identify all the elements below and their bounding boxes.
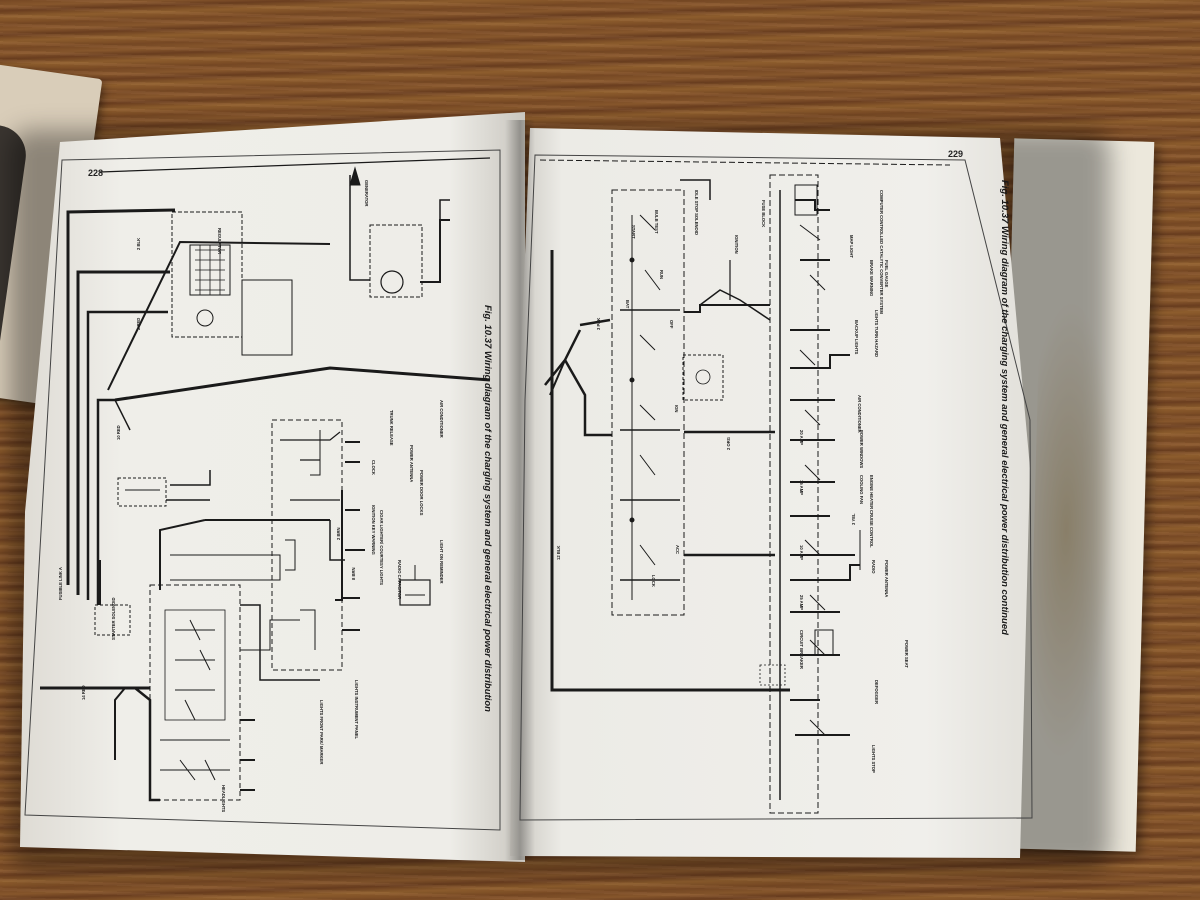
label-power-seat: POWER SEAT bbox=[904, 640, 909, 668]
book-gutter bbox=[505, 120, 535, 860]
label-clock: CLOCK bbox=[371, 460, 376, 475]
label-cigar-lighter: CIGAR LIGHTER/ COURTESY LIGHTS bbox=[379, 510, 384, 585]
label-acc: ACC bbox=[675, 545, 680, 554]
label-wire-12blk: 12 BLK bbox=[556, 546, 561, 560]
label-power-antenna: POWER ANTENNA bbox=[409, 445, 414, 482]
label-fuse-box: FUSE BLOCK bbox=[761, 200, 766, 227]
label-front-marker: LIGHTS FRONT PARK/ MARKER bbox=[319, 700, 324, 764]
label-wire-14red: 14 RED bbox=[81, 685, 86, 700]
label-brake-warning: BRAKE WARNING bbox=[869, 260, 874, 296]
label-map-light: MAP LIGHT bbox=[849, 235, 854, 258]
label-start: START bbox=[631, 225, 636, 239]
label-power-windows: POWER WINDOWS bbox=[859, 430, 864, 468]
label-cooling-fan: COOLING FAN bbox=[859, 475, 864, 504]
label-fusible-link: FUSIBLE LINK A bbox=[58, 567, 63, 600]
label-bulb-test: BULB TEST bbox=[654, 210, 659, 234]
label-ignition-key: IGNITION KEY WARNING bbox=[371, 505, 376, 555]
right-page-number: 229 bbox=[948, 149, 964, 159]
label-wire-2org: 2 ORG bbox=[726, 437, 731, 450]
label-fuse-10amp: 10 AMP bbox=[799, 545, 804, 560]
label-engine-heater: ENGINE HEATER bbox=[869, 475, 874, 509]
label-wire-3ylw: 3 YEL bbox=[851, 513, 856, 525]
label-headlights: HEADLIGHTS bbox=[221, 785, 226, 812]
label-capacitor: RADIO CAPACITOR bbox=[397, 560, 402, 599]
label-wire-2blk: 2 BLK bbox=[136, 238, 141, 250]
label-lock: LOCK bbox=[651, 575, 656, 587]
label-defogger: DEFOGGER bbox=[874, 680, 879, 704]
label-wire-2red: 2 RED bbox=[136, 318, 141, 330]
label-regulator: REGULATOR bbox=[217, 228, 222, 254]
label-radio: RADIO bbox=[871, 560, 876, 574]
label-trunk-release: TRUNK RELEASE bbox=[389, 410, 394, 446]
label-idle-stop: IDLE STOP SOLENOID bbox=[694, 190, 699, 235]
label-instrument-panel: LIGHTS INSTRUMENT PANEL bbox=[354, 680, 359, 739]
label-wire-8brn: 8 BRN bbox=[351, 567, 356, 580]
left-page-number: 228 bbox=[88, 168, 104, 178]
label-ign: IGN bbox=[674, 405, 679, 412]
label-fuse-20amp: 20 AMP bbox=[799, 430, 804, 445]
label-circuit-breaker: CIRCUIT BREAKER bbox=[799, 630, 804, 669]
label-cruise-control: CRUISE CONTROL bbox=[869, 510, 874, 548]
label-off: OFF bbox=[669, 320, 674, 329]
label-run: RUN bbox=[659, 270, 664, 279]
label-wire-3pnk: 3 PNK bbox=[596, 318, 601, 330]
label-air-conditioner-r: AIR CONDITIONER bbox=[857, 395, 862, 433]
label-power-antenna-r: POWER ANTENNA bbox=[884, 560, 889, 597]
label-power-door-locks: POWER DOOR LOCKS bbox=[419, 470, 424, 516]
right-caption: Fig. 10.37 Wiring diagram of the chargin… bbox=[999, 180, 1010, 635]
label-fuse-25amp: 25 AMP bbox=[799, 595, 804, 610]
label-computer-controlled: COMPUTER CONTROLLED CATALYTIC CONVERTER … bbox=[879, 190, 884, 314]
label-air-conditioner: AIR CONDITIONER bbox=[439, 400, 444, 438]
label-wire-2brn: 2 BRN bbox=[336, 527, 341, 540]
label-fuse-15amp: 15 AMP bbox=[799, 480, 804, 495]
label-fuel-gauge: FUEL GAUGE bbox=[884, 260, 889, 288]
label-stop-lights: LIGHTS STOP bbox=[871, 745, 876, 773]
label-light-on-reminder: LIGHT ON REMINDER bbox=[439, 540, 444, 584]
label-turn-signals: LIGHTS TURN HAZARD bbox=[874, 310, 879, 357]
label-backup-lights: BACKUP LIGHTS bbox=[854, 320, 859, 355]
label-wire-10red: 10 RED bbox=[116, 425, 121, 440]
label-starter-solenoid: STARTER SOLENOID bbox=[111, 598, 116, 641]
label-generator: GENERATOR bbox=[364, 180, 369, 206]
label-bat: BAT bbox=[625, 300, 630, 309]
label-ignition: IGNITION bbox=[734, 235, 739, 254]
